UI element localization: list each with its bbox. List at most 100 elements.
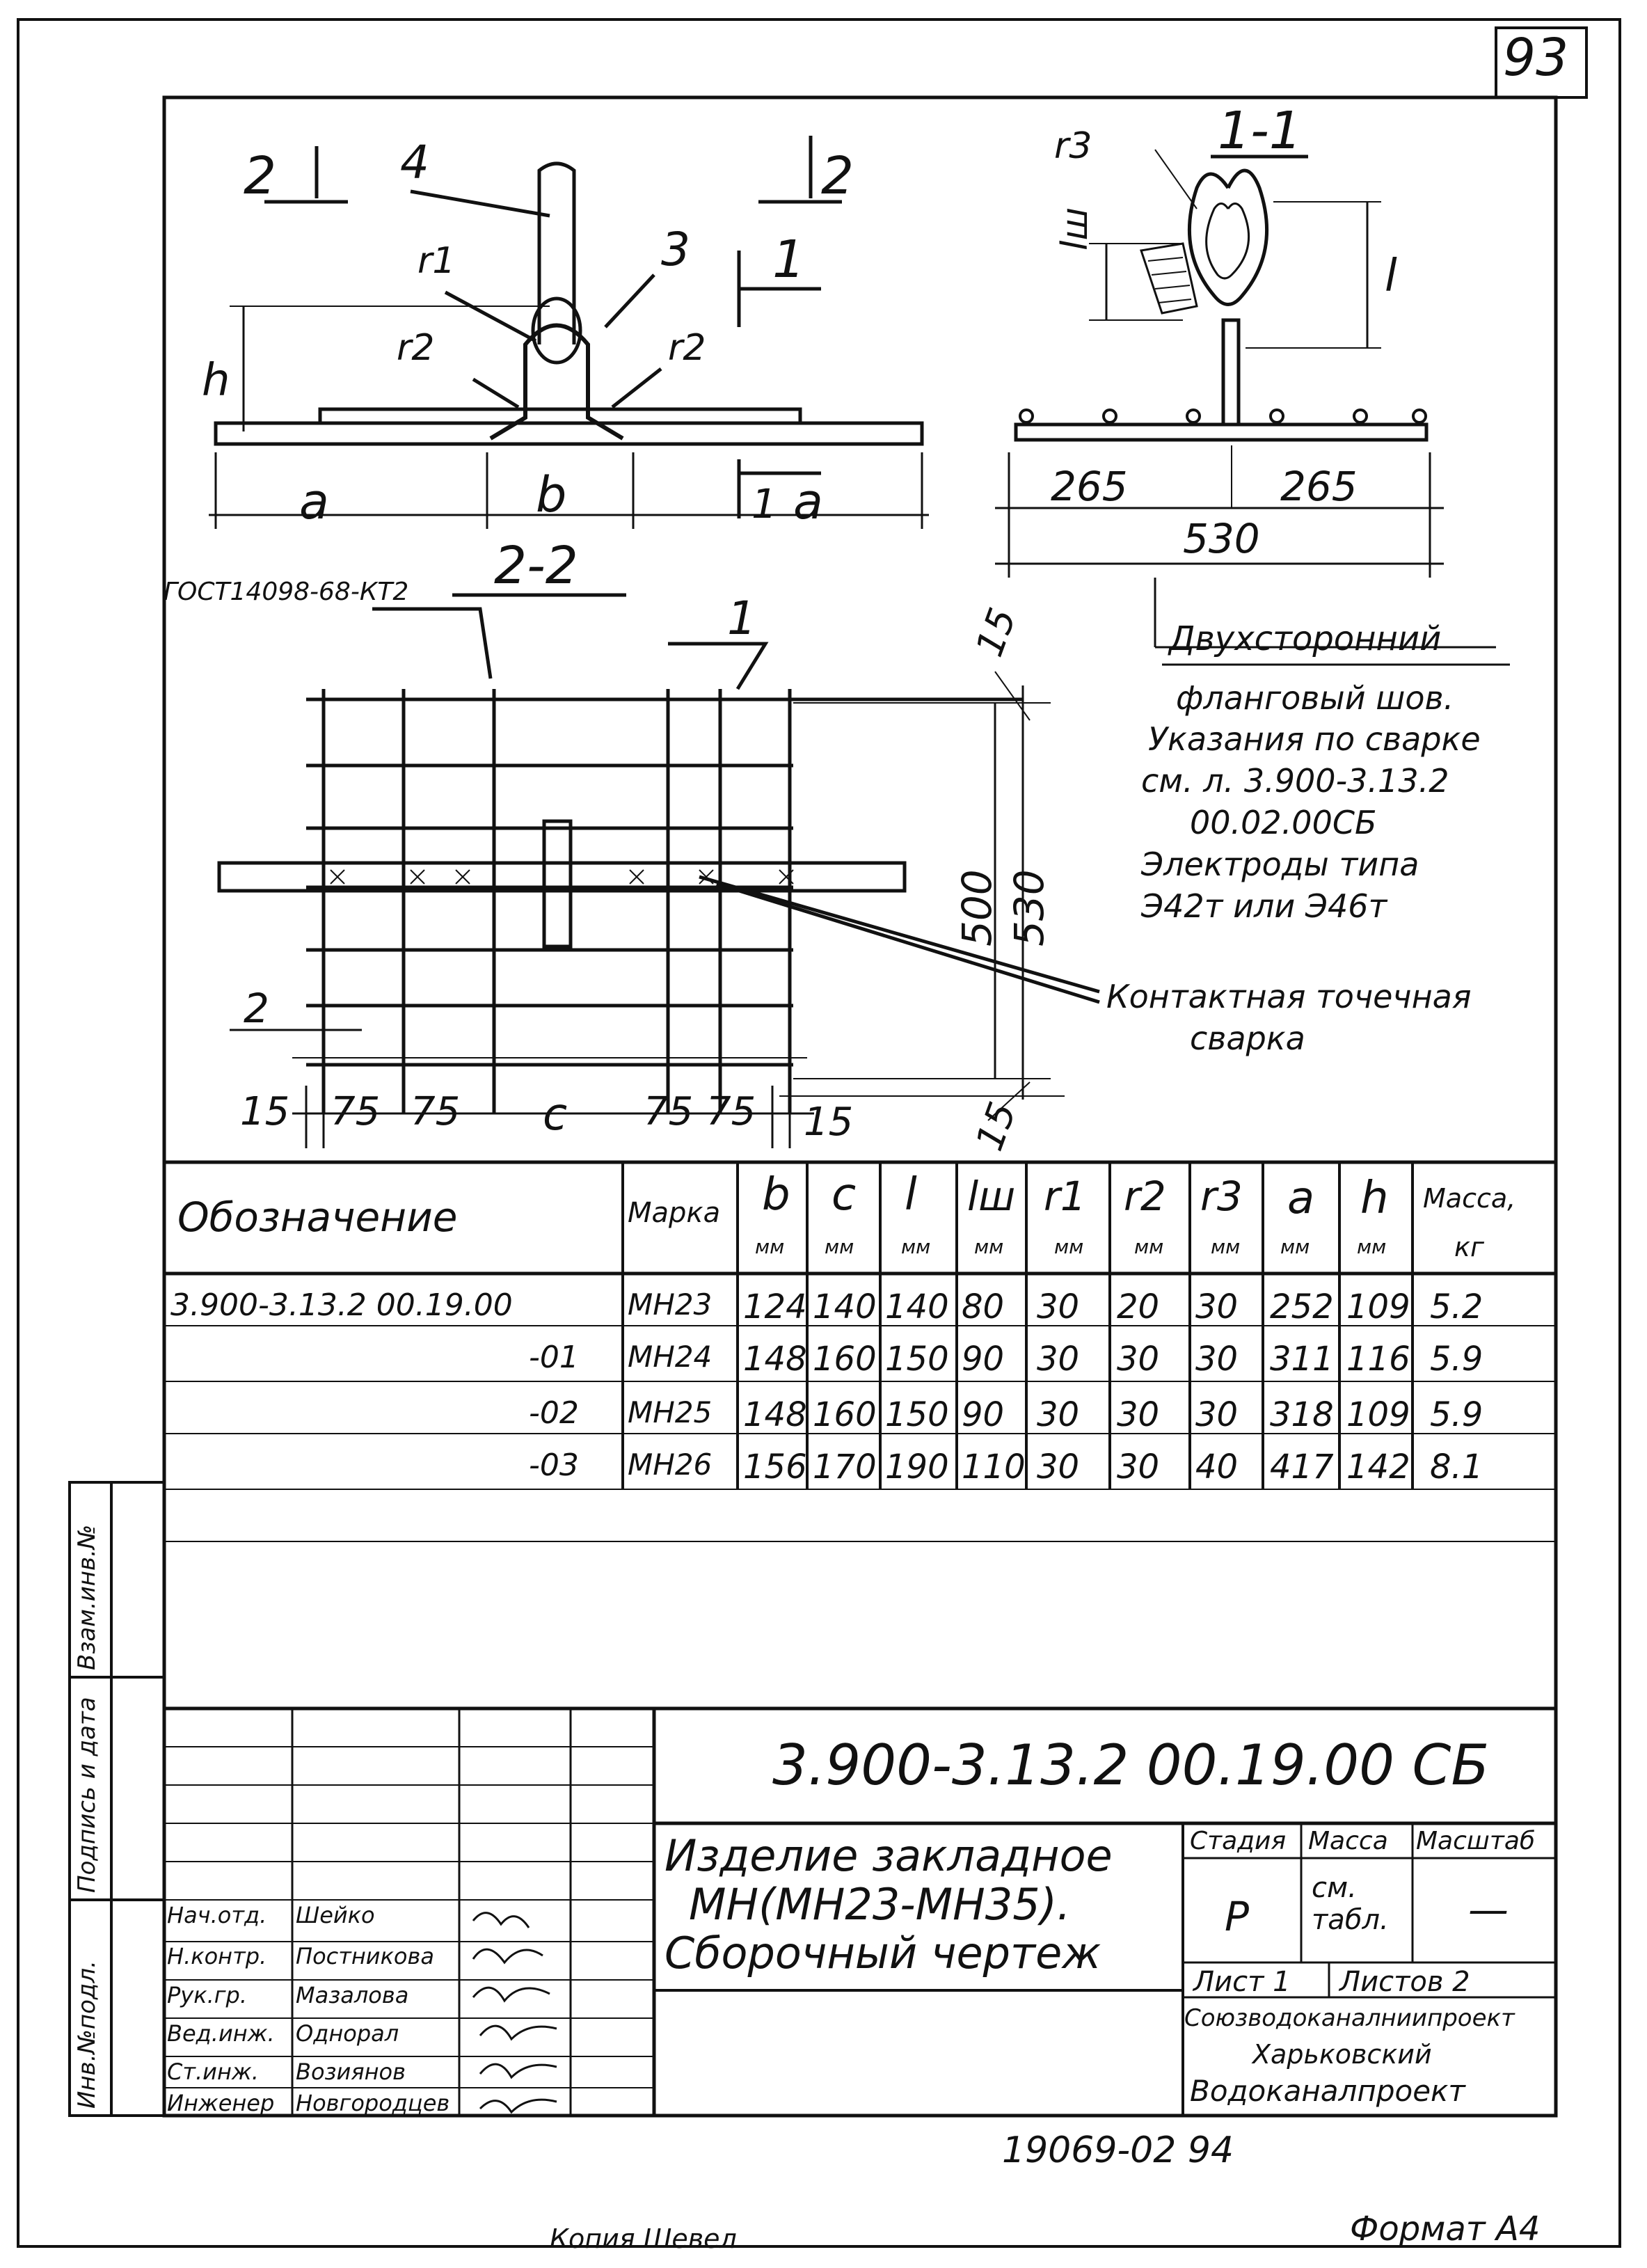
cut-1-top: 1 bbox=[772, 230, 806, 290]
doc-name-line-2: МН(МН23-МН35). bbox=[689, 1879, 1071, 1930]
th-r1-unit: мм bbox=[1054, 1235, 1084, 1258]
dim-500: 500 bbox=[953, 869, 1001, 946]
section-2-2-label-2: 2 bbox=[244, 985, 269, 1032]
rod-plan bbox=[542, 819, 573, 949]
th-r2-unit: мм bbox=[1134, 1235, 1164, 1258]
table-cell: МН25 bbox=[628, 1395, 713, 1429]
stamp-vzam-inv: Взам.инв.№ bbox=[73, 1524, 101, 1670]
th-lsh-unit: мм bbox=[974, 1235, 1004, 1258]
table-cell: 30 bbox=[1037, 1448, 1080, 1486]
th-b: b bbox=[762, 1169, 790, 1221]
table-cell: 156 bbox=[743, 1448, 807, 1486]
th-r3-unit: мм bbox=[1211, 1235, 1241, 1258]
front-view bbox=[209, 136, 929, 529]
table-cell: 90 bbox=[962, 1340, 1005, 1379]
cut-2-right: 2 bbox=[821, 146, 854, 206]
table-cell: 109 bbox=[1346, 1287, 1410, 1326]
th-c: c bbox=[832, 1169, 857, 1221]
r2-right-label: r2 bbox=[668, 327, 706, 369]
section-1-1 bbox=[995, 149, 1496, 649]
th-h: h bbox=[1360, 1173, 1389, 1224]
th-h-unit: мм bbox=[1357, 1235, 1387, 1258]
weld-note-line-6: Э42т или Э46т bbox=[1141, 887, 1387, 925]
table-cell: 417 bbox=[1270, 1448, 1334, 1486]
signatures bbox=[472, 1912, 557, 2114]
th-mass-unit: кг bbox=[1454, 1232, 1484, 1262]
th-l: l bbox=[905, 1169, 917, 1221]
table-cell: 30 bbox=[1195, 1395, 1239, 1434]
table-cell: 140 bbox=[885, 1287, 949, 1326]
loop-anchor bbox=[489, 323, 624, 441]
org-line-3: Водоканалпроект bbox=[1190, 2074, 1465, 2108]
bottom-dim-4: c bbox=[543, 1089, 568, 1141]
anchor-rod bbox=[1221, 318, 1241, 427]
cut-1-bottom: 1 bbox=[751, 480, 777, 528]
table-cell: 30 bbox=[1195, 1340, 1239, 1379]
side-stamp-grid bbox=[68, 1481, 166, 2117]
ring-r1 bbox=[531, 296, 582, 365]
table-cell: 150 bbox=[885, 1340, 949, 1379]
table-cell: 116 bbox=[1346, 1340, 1410, 1379]
weld-note-line-2: Указания по сварке bbox=[1148, 720, 1481, 758]
table-cell: 20 bbox=[1117, 1287, 1160, 1326]
staff-role: Вед.инж. bbox=[167, 2020, 275, 2047]
table-cell: 30 bbox=[1037, 1340, 1080, 1379]
th-r2: r2 bbox=[1124, 1173, 1166, 1220]
table-cell: 3.900-3.13.2 00.19.00 bbox=[170, 1287, 513, 1323]
th-a: a bbox=[1287, 1173, 1315, 1224]
dim-265-left: 265 bbox=[1051, 463, 1128, 510]
bottom-dim-6: 75 bbox=[706, 1089, 756, 1134]
staff-role: Ст.инж. bbox=[167, 2059, 259, 2085]
table-cell: 148 bbox=[743, 1395, 807, 1434]
table-cell: 109 bbox=[1346, 1395, 1410, 1434]
weld-note-line-5: Электроды типа bbox=[1141, 846, 1419, 883]
dim-530: 530 bbox=[1183, 515, 1260, 562]
table-cell: 311 bbox=[1270, 1340, 1334, 1379]
l-label: l bbox=[1385, 251, 1397, 302]
table-cell: 5.2 bbox=[1430, 1287, 1483, 1326]
table-cell: 80 bbox=[962, 1287, 1005, 1326]
table-cell: МН26 bbox=[628, 1448, 713, 1482]
table-cell: 5.9 bbox=[1430, 1395, 1483, 1434]
staff-role: Нач.отд. bbox=[167, 1902, 267, 1928]
bottom-dim-2: 75 bbox=[331, 1089, 381, 1134]
r3-label: r3 bbox=[1054, 125, 1092, 167]
table-cell: 30 bbox=[1117, 1340, 1160, 1379]
rod-4 bbox=[537, 161, 576, 344]
document-code: 3.900-3.13.2 00.19.00 СБ bbox=[772, 1733, 1490, 1798]
org-line-2: Харьковский bbox=[1252, 2039, 1432, 2070]
weld-note-line-3: см. л. 3.900-3.13.2 bbox=[1141, 762, 1449, 800]
title-block-grid bbox=[164, 1706, 1556, 2116]
table-cell: 142 bbox=[1346, 1448, 1410, 1486]
weld-note-line-4: 00.02.00СБ bbox=[1190, 804, 1377, 841]
dim-265-right: 265 bbox=[1280, 463, 1358, 510]
section-2-2-label-1: 1 bbox=[727, 592, 756, 645]
th-c-unit: мм bbox=[825, 1235, 854, 1258]
weld-note-title: Двухсторонний bbox=[1169, 619, 1442, 658]
table-cell: 30 bbox=[1195, 1287, 1239, 1326]
stamp-inv-podl: Инв.№подл. bbox=[73, 1960, 101, 2109]
cut-2-left: 2 bbox=[244, 146, 277, 206]
table-cell: 160 bbox=[813, 1395, 877, 1434]
stage-header: Стадия bbox=[1190, 1827, 1287, 1855]
b-label: b bbox=[536, 466, 567, 523]
flat-bar bbox=[217, 861, 907, 893]
table-cell: -03 bbox=[529, 1448, 579, 1483]
th-b-unit: мм bbox=[755, 1235, 785, 1258]
base-plate bbox=[318, 407, 802, 425]
r1-label: r1 bbox=[417, 240, 456, 282]
table-cell: 5.9 bbox=[1430, 1340, 1483, 1379]
table-cell: 8.1 bbox=[1430, 1448, 1483, 1486]
staff-role: Н.контр. bbox=[167, 1943, 267, 1969]
table-cell: 30 bbox=[1117, 1395, 1160, 1434]
section-2-2-title: 2-2 bbox=[494, 536, 578, 596]
format-note: Формат А4 bbox=[1350, 2210, 1541, 2249]
base-bar bbox=[214, 421, 924, 446]
staff-role: Рук.гр. bbox=[167, 1982, 248, 2008]
staff-name: Постникова bbox=[296, 1943, 434, 1969]
staff-name: Мазалова bbox=[296, 1982, 409, 2008]
bottom-dim-1: 15 bbox=[240, 1089, 290, 1134]
table-cell: 30 bbox=[1037, 1287, 1080, 1326]
